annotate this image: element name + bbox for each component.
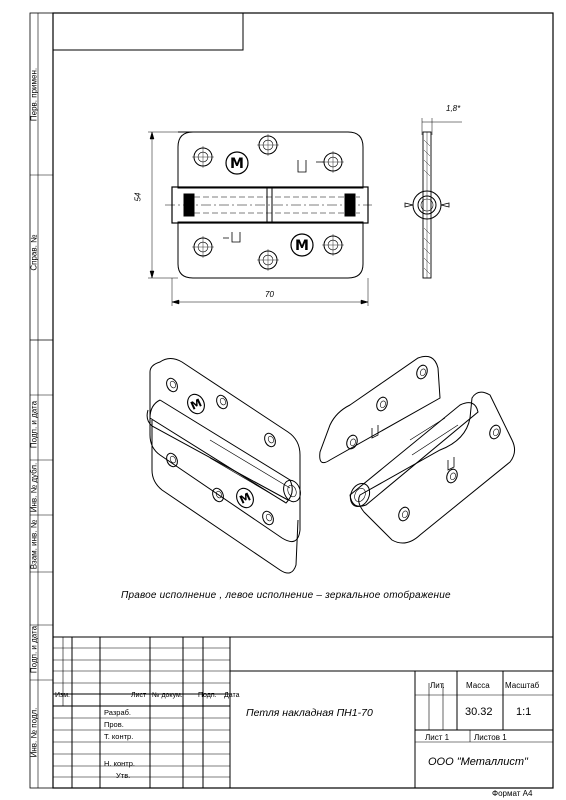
sheet-frame	[29, 12, 554, 789]
role-norm-control: Н. контр.	[104, 759, 135, 768]
isometric-right-holes: MM	[166, 377, 276, 526]
hinge-side-view	[404, 131, 450, 279]
isometric-hole	[346, 434, 358, 450]
role-approved: Утв.	[116, 771, 131, 780]
title-block-grid	[53, 636, 553, 788]
isometric-hole	[264, 432, 276, 448]
svg-text:M: M	[295, 238, 309, 254]
mounting-hole	[257, 249, 279, 271]
isometric-left-holes	[346, 364, 501, 522]
isometric-hole	[216, 394, 228, 410]
isometric-logo-mark: M	[236, 487, 254, 509]
isometric-hole	[398, 506, 410, 522]
role-tech-control: Т. контр.	[104, 732, 134, 741]
isometric-hole	[166, 377, 178, 393]
side-label-reference-no: Справ. №	[29, 234, 39, 271]
isometric-hole	[446, 468, 458, 484]
svg-text:M: M	[189, 396, 204, 412]
mounting-hole	[192, 146, 214, 168]
side-label-orig-inv-no: Инв. № подл.	[29, 707, 39, 758]
mounting-hole	[192, 236, 214, 258]
role-checked: Пров.	[104, 720, 124, 729]
hinge-front-view	[165, 131, 372, 279]
isometric-hole	[376, 396, 388, 412]
company-name: ООО "Металлист"	[428, 756, 528, 768]
scale-label: Масштаб	[505, 681, 540, 690]
isometric-hole	[489, 424, 501, 440]
dimension-width: 70	[265, 290, 274, 299]
scale-value: 1:1	[516, 706, 532, 718]
mounting-holes	[192, 134, 344, 271]
isometric-hole	[212, 487, 224, 503]
side-label-first-use: Перв. примен.	[29, 67, 39, 122]
lit-label: Лит.	[430, 681, 445, 690]
logo-mark: M	[225, 151, 249, 175]
col-header-doc-no: № докум.	[152, 692, 183, 699]
col-header-sheet: Лист	[131, 692, 147, 699]
mass-label: Масса	[466, 681, 490, 690]
role-developed: Разраб.	[104, 708, 132, 717]
isometric-hole	[416, 364, 428, 380]
hinge-isometric-view-right	[146, 358, 301, 574]
svg-text:M: M	[230, 156, 244, 172]
sheets-total: Листов 1	[474, 733, 507, 742]
mounting-hole	[322, 151, 344, 173]
isometric-hole	[166, 452, 178, 468]
drawing-designation: Петля накладная ПН1-70	[246, 707, 373, 719]
dimension-lines	[148, 118, 462, 306]
side-label-replaces-inv-no: Взам. инв. №	[29, 519, 39, 570]
col-header-date: Дата	[224, 692, 240, 699]
mounting-hole	[257, 134, 279, 156]
dimension-height: 54	[133, 192, 143, 202]
mounting-hole	[322, 234, 344, 256]
sheet-number: Лист 1	[425, 733, 450, 742]
isometric-logo-mark: M	[187, 393, 205, 415]
col-header-sign: Подп.	[198, 692, 217, 699]
dimension-thickness: 1,8*	[446, 104, 461, 113]
isometric-hole	[262, 510, 274, 526]
logo-marks: MM	[225, 151, 314, 257]
col-header-change: Изм.	[55, 692, 70, 699]
svg-text:M: M	[238, 490, 253, 506]
execution-note: Правое исполнение , левое исполнение – з…	[121, 590, 451, 601]
paper-format: Формат А4	[492, 789, 533, 798]
logo-mark: M	[290, 233, 314, 257]
hinge-isometric-view-left	[319, 355, 516, 544]
mass-value: 30.32	[465, 706, 493, 718]
